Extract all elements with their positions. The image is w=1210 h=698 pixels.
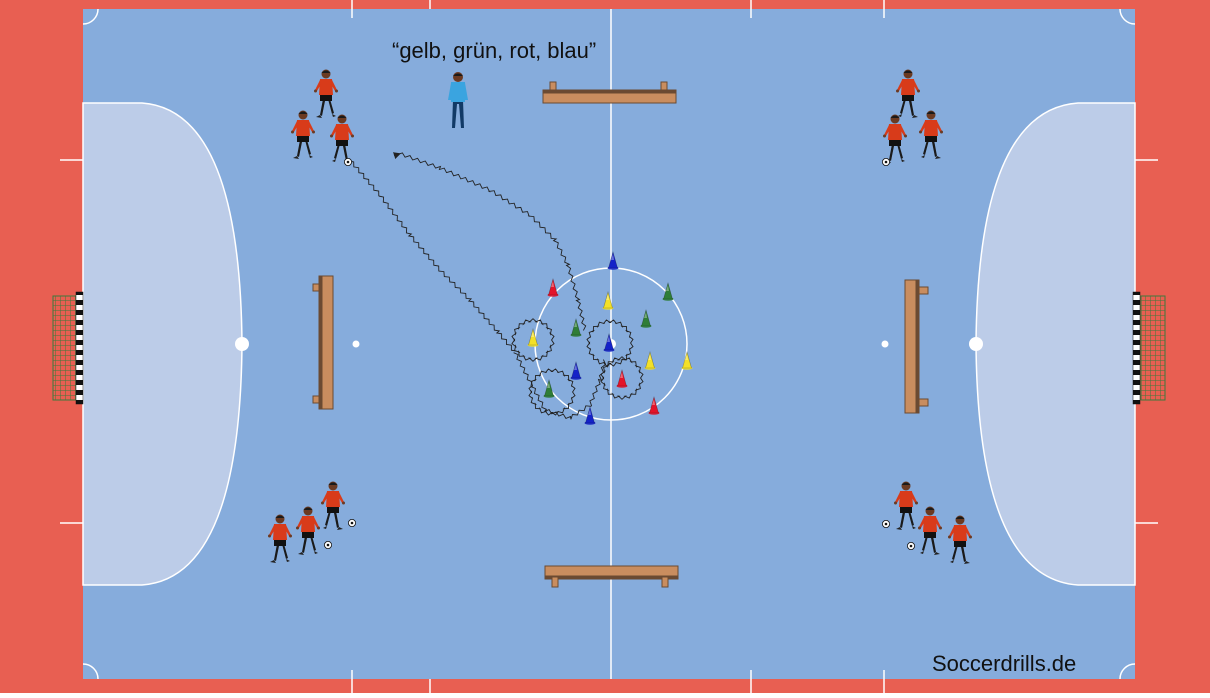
penalty-spot-left	[235, 337, 249, 351]
ball-icon	[907, 542, 914, 549]
penalty-area-left	[83, 103, 242, 585]
second-penalty-spot-right	[882, 341, 889, 348]
ball-icon	[348, 519, 355, 526]
goal-icon-right	[1133, 292, 1165, 404]
ball-icon	[882, 520, 889, 527]
instruction-label: “gelb, grün, rot, blau”	[392, 38, 596, 64]
ball-icon	[882, 158, 889, 165]
penalty-spot-right	[969, 337, 983, 351]
second-penalty-spot-left	[353, 341, 360, 348]
penalty-area-right	[976, 103, 1135, 585]
watermark-label: Soccerdrills.de	[932, 651, 1076, 677]
ball-icon	[344, 158, 351, 165]
ball-icon	[324, 541, 331, 548]
goal-icon-left	[53, 292, 83, 404]
